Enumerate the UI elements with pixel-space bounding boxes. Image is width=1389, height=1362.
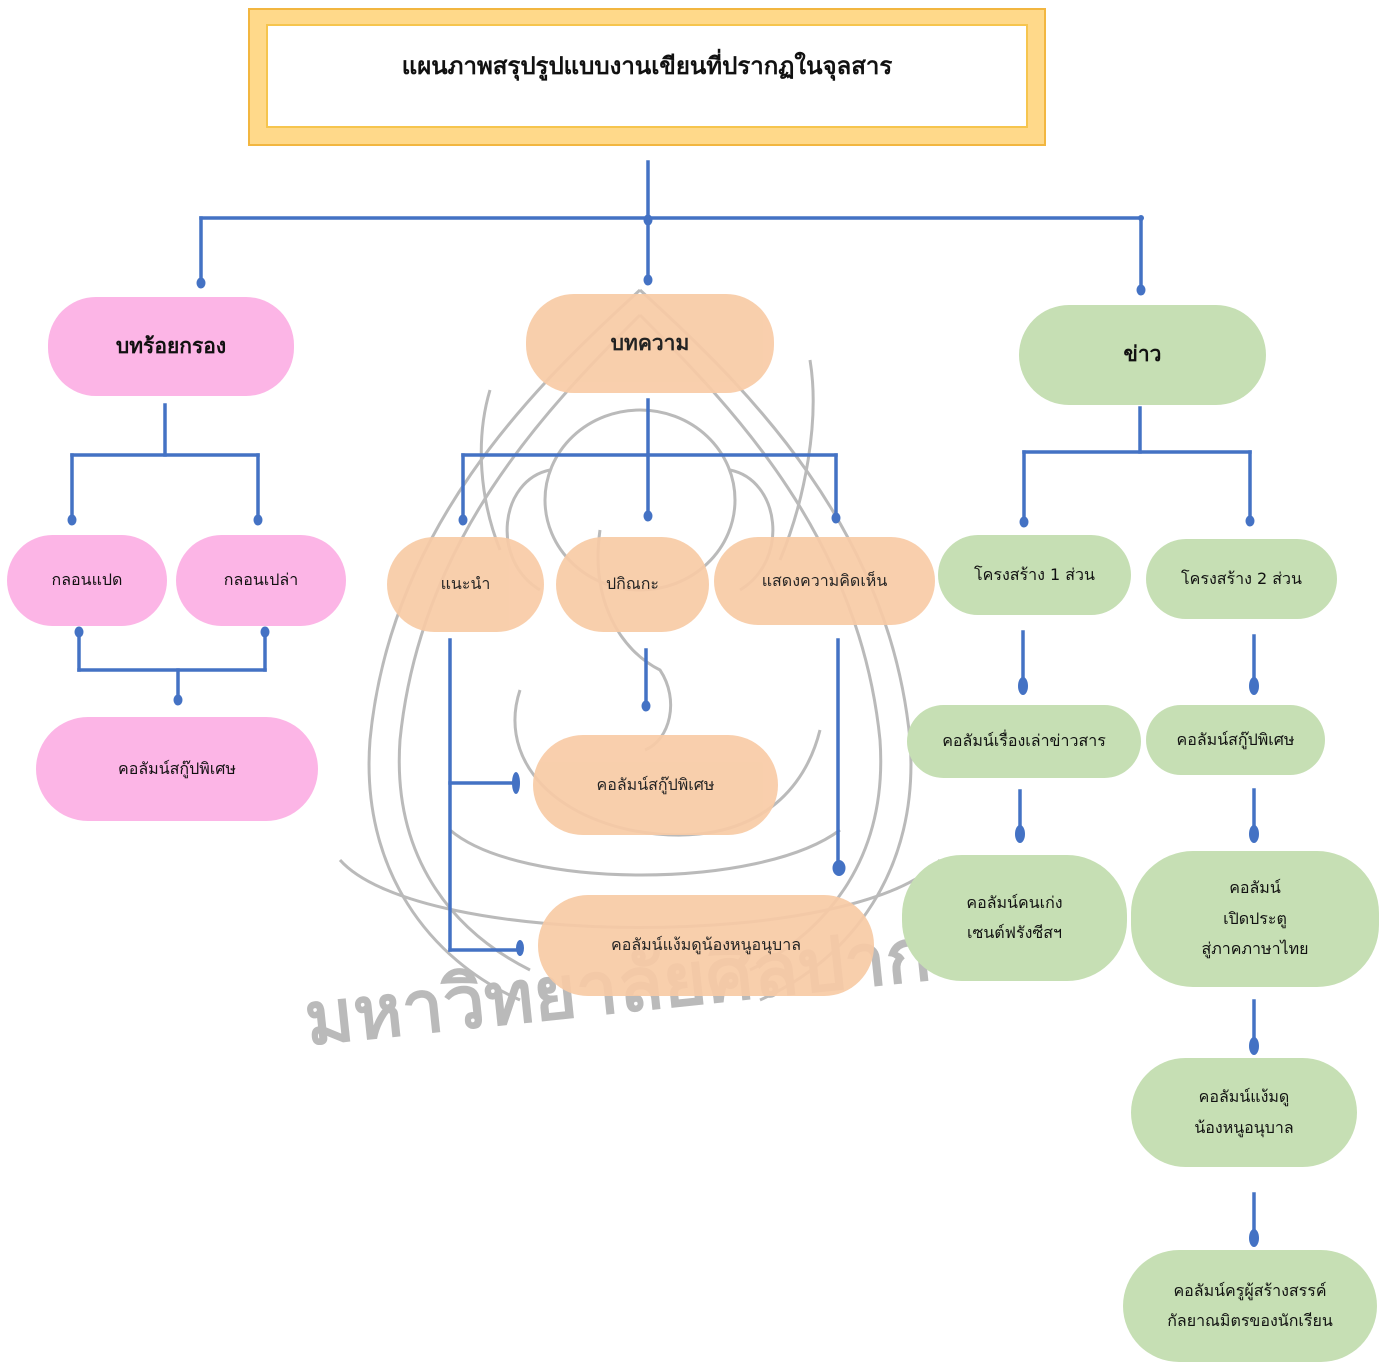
connector-dot [67, 514, 77, 526]
news2-column-creative-teacher: คอลัมน์ครูผู้สร้างสรรค์ กัลยาณมิตรของนัก… [1123, 1250, 1377, 1362]
category-news: ข่าว [1019, 305, 1266, 405]
article-column-special-scoop: คอลัมน์สกู๊ปพิเศษ [533, 735, 778, 835]
connector-dot [196, 277, 206, 289]
connector-dot [260, 626, 270, 638]
page-title: แผนภาพสรุปรูปแบบงานเขียนที่ปรากฏในจุลสาร [401, 51, 893, 80]
connector-dot [1249, 677, 1259, 695]
connector-dot [74, 626, 84, 638]
article-type-opinion: แสดงความคิดเห็น [714, 537, 935, 625]
title-inner: แผนภาพสรุปรูปแบบงานเขียนที่ปรากฏในจุลสาร [266, 24, 1028, 128]
connector-dot [1249, 1037, 1259, 1055]
connector-dot [1018, 677, 1028, 695]
connector-dot [1249, 1229, 1259, 1247]
connector-dot [1019, 516, 1029, 528]
connector-dot [516, 940, 524, 956]
poetry-column-special-scoop: คอลัมน์สกู๊ปพิเศษ [36, 717, 318, 821]
connector-dot [1015, 825, 1025, 843]
news2-column-special-scoop: คอลัมน์สกู๊ปพิเศษ [1146, 705, 1325, 775]
poetry-type-klon-plao: กลอนเปล่า [176, 535, 346, 626]
title-box: แผนภาพสรุปรูปแบบงานเขียนที่ปรากฏในจุลสาร [248, 8, 1046, 146]
news2-column-kindergarten: คอลัมน์แง้มดู น้องหนูอนุบาล [1131, 1058, 1357, 1167]
article-type-miscellany: ปกิณกะ [556, 537, 709, 632]
news1-column-news-stories: คอลัมน์เรื่องเล่าข่าวสาร [907, 705, 1141, 778]
connector-dot [253, 514, 263, 526]
article-type-recommend: แนะนำ [387, 537, 544, 632]
connector-dot [1249, 825, 1259, 843]
poetry-type-klon-paet: กลอนแปด [7, 535, 167, 626]
connector-dot [831, 512, 841, 524]
news-structure-1: โครงสร้าง 1 ส่วน [938, 535, 1131, 615]
connector-dot [643, 510, 653, 522]
connector-dot [1136, 284, 1146, 296]
category-article: บทความ [526, 294, 774, 393]
connector-dot [512, 772, 520, 794]
connector-dot [1245, 515, 1255, 527]
connector-dot [643, 274, 653, 286]
article-column-kindergarten: คอลัมน์แง้มดูน้องหนูอนุบาล [538, 895, 874, 996]
news2-column-thai-department: คอลัมน์ เปิดประตู สู่ภาคภาษาไทย [1131, 851, 1379, 987]
connector-dot [832, 860, 846, 876]
category-poetry: บทร้อยกรอง [48, 297, 294, 396]
connector-dot [641, 700, 651, 712]
connector-dot [458, 514, 468, 526]
news-structure-2: โครงสร้าง 2 ส่วน [1146, 539, 1337, 619]
news1-column-talented-students: คอลัมน์คนเก่ง เซนต์ฟรังซีสฯ [902, 855, 1127, 981]
connector-dot [173, 694, 183, 706]
